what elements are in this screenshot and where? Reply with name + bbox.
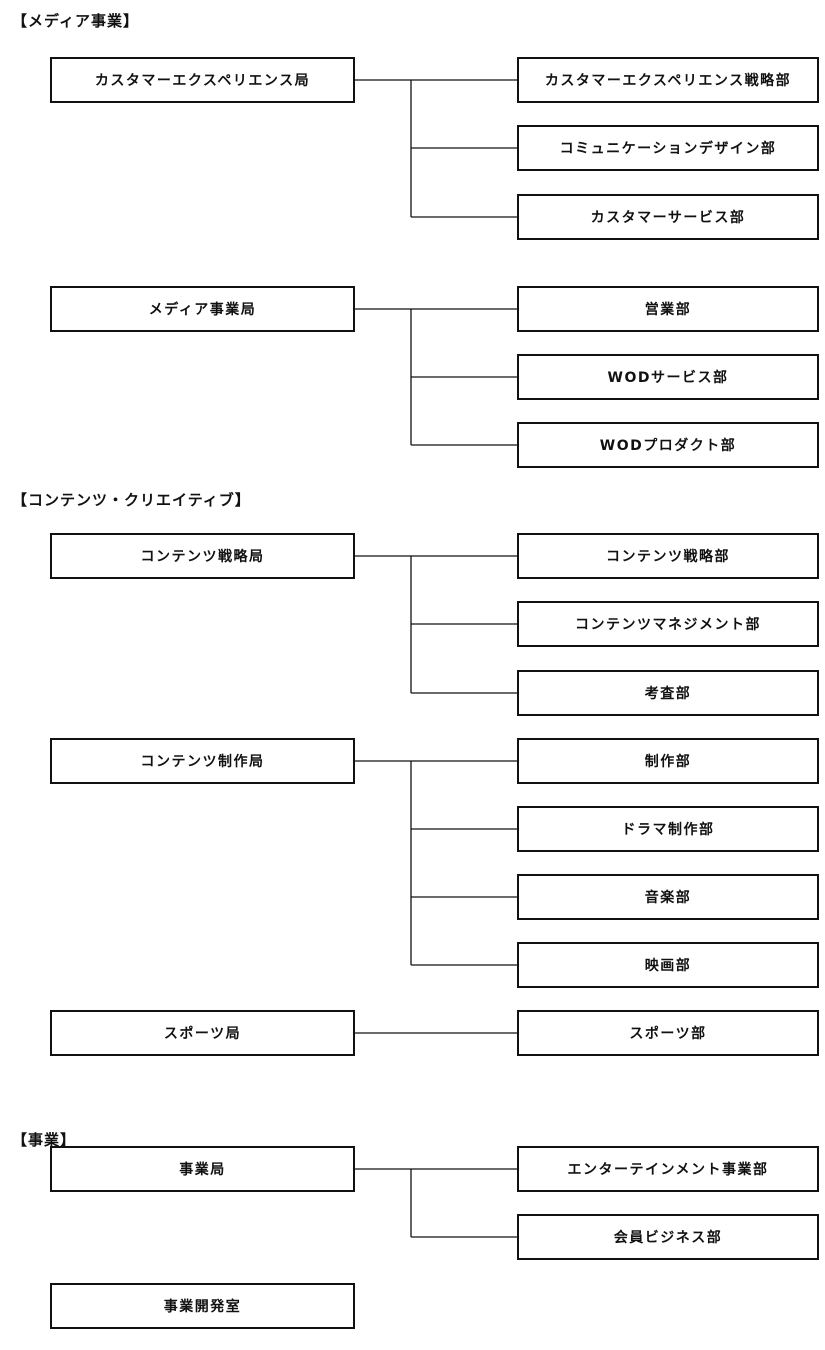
department-entertainment-business: エンターテインメント事業部 xyxy=(517,1146,819,1192)
section-heading-contents: 【コンテンツ・クリエイティブ】 xyxy=(12,491,251,509)
bureau-content-production: コンテンツ制作局 xyxy=(50,738,355,784)
department-membership-business: 会員ビジネス部 xyxy=(517,1214,819,1260)
department-film: 映画部 xyxy=(517,942,819,988)
department-drama-production: ドラマ制作部 xyxy=(517,806,819,852)
bureau-content-strategy: コンテンツ戦略局 xyxy=(50,533,355,579)
section-heading-media: 【メディア事業】 xyxy=(12,12,139,30)
section-heading-business: 【事業】 xyxy=(12,1131,77,1149)
bureau-business: 事業局 xyxy=(50,1146,355,1192)
department-sales: 営業部 xyxy=(517,286,819,332)
department-music: 音楽部 xyxy=(517,874,819,920)
department-review: 考査部 xyxy=(517,670,819,716)
department-communication-design: コミュニケーションデザイン部 xyxy=(517,125,819,171)
department-production: 制作部 xyxy=(517,738,819,784)
bureau-sports: スポーツ局 xyxy=(50,1010,355,1056)
office-business-development: 事業開発室 xyxy=(50,1283,355,1329)
department-cx-strategy: カスタマーエクスペリエンス戦略部 xyxy=(517,57,819,103)
department-sports: スポーツ部 xyxy=(517,1010,819,1056)
department-wod-service: WODサービス部 xyxy=(517,354,819,400)
bureau-media-business: メディア事業局 xyxy=(50,286,355,332)
department-customer-service: カスタマーサービス部 xyxy=(517,194,819,240)
department-wod-product: WODプロダクト部 xyxy=(517,422,819,468)
department-content-management: コンテンツマネジメント部 xyxy=(517,601,819,647)
bureau-customer-experience: カスタマーエクスペリエンス局 xyxy=(50,57,355,103)
department-content-strategy: コンテンツ戦略部 xyxy=(517,533,819,579)
